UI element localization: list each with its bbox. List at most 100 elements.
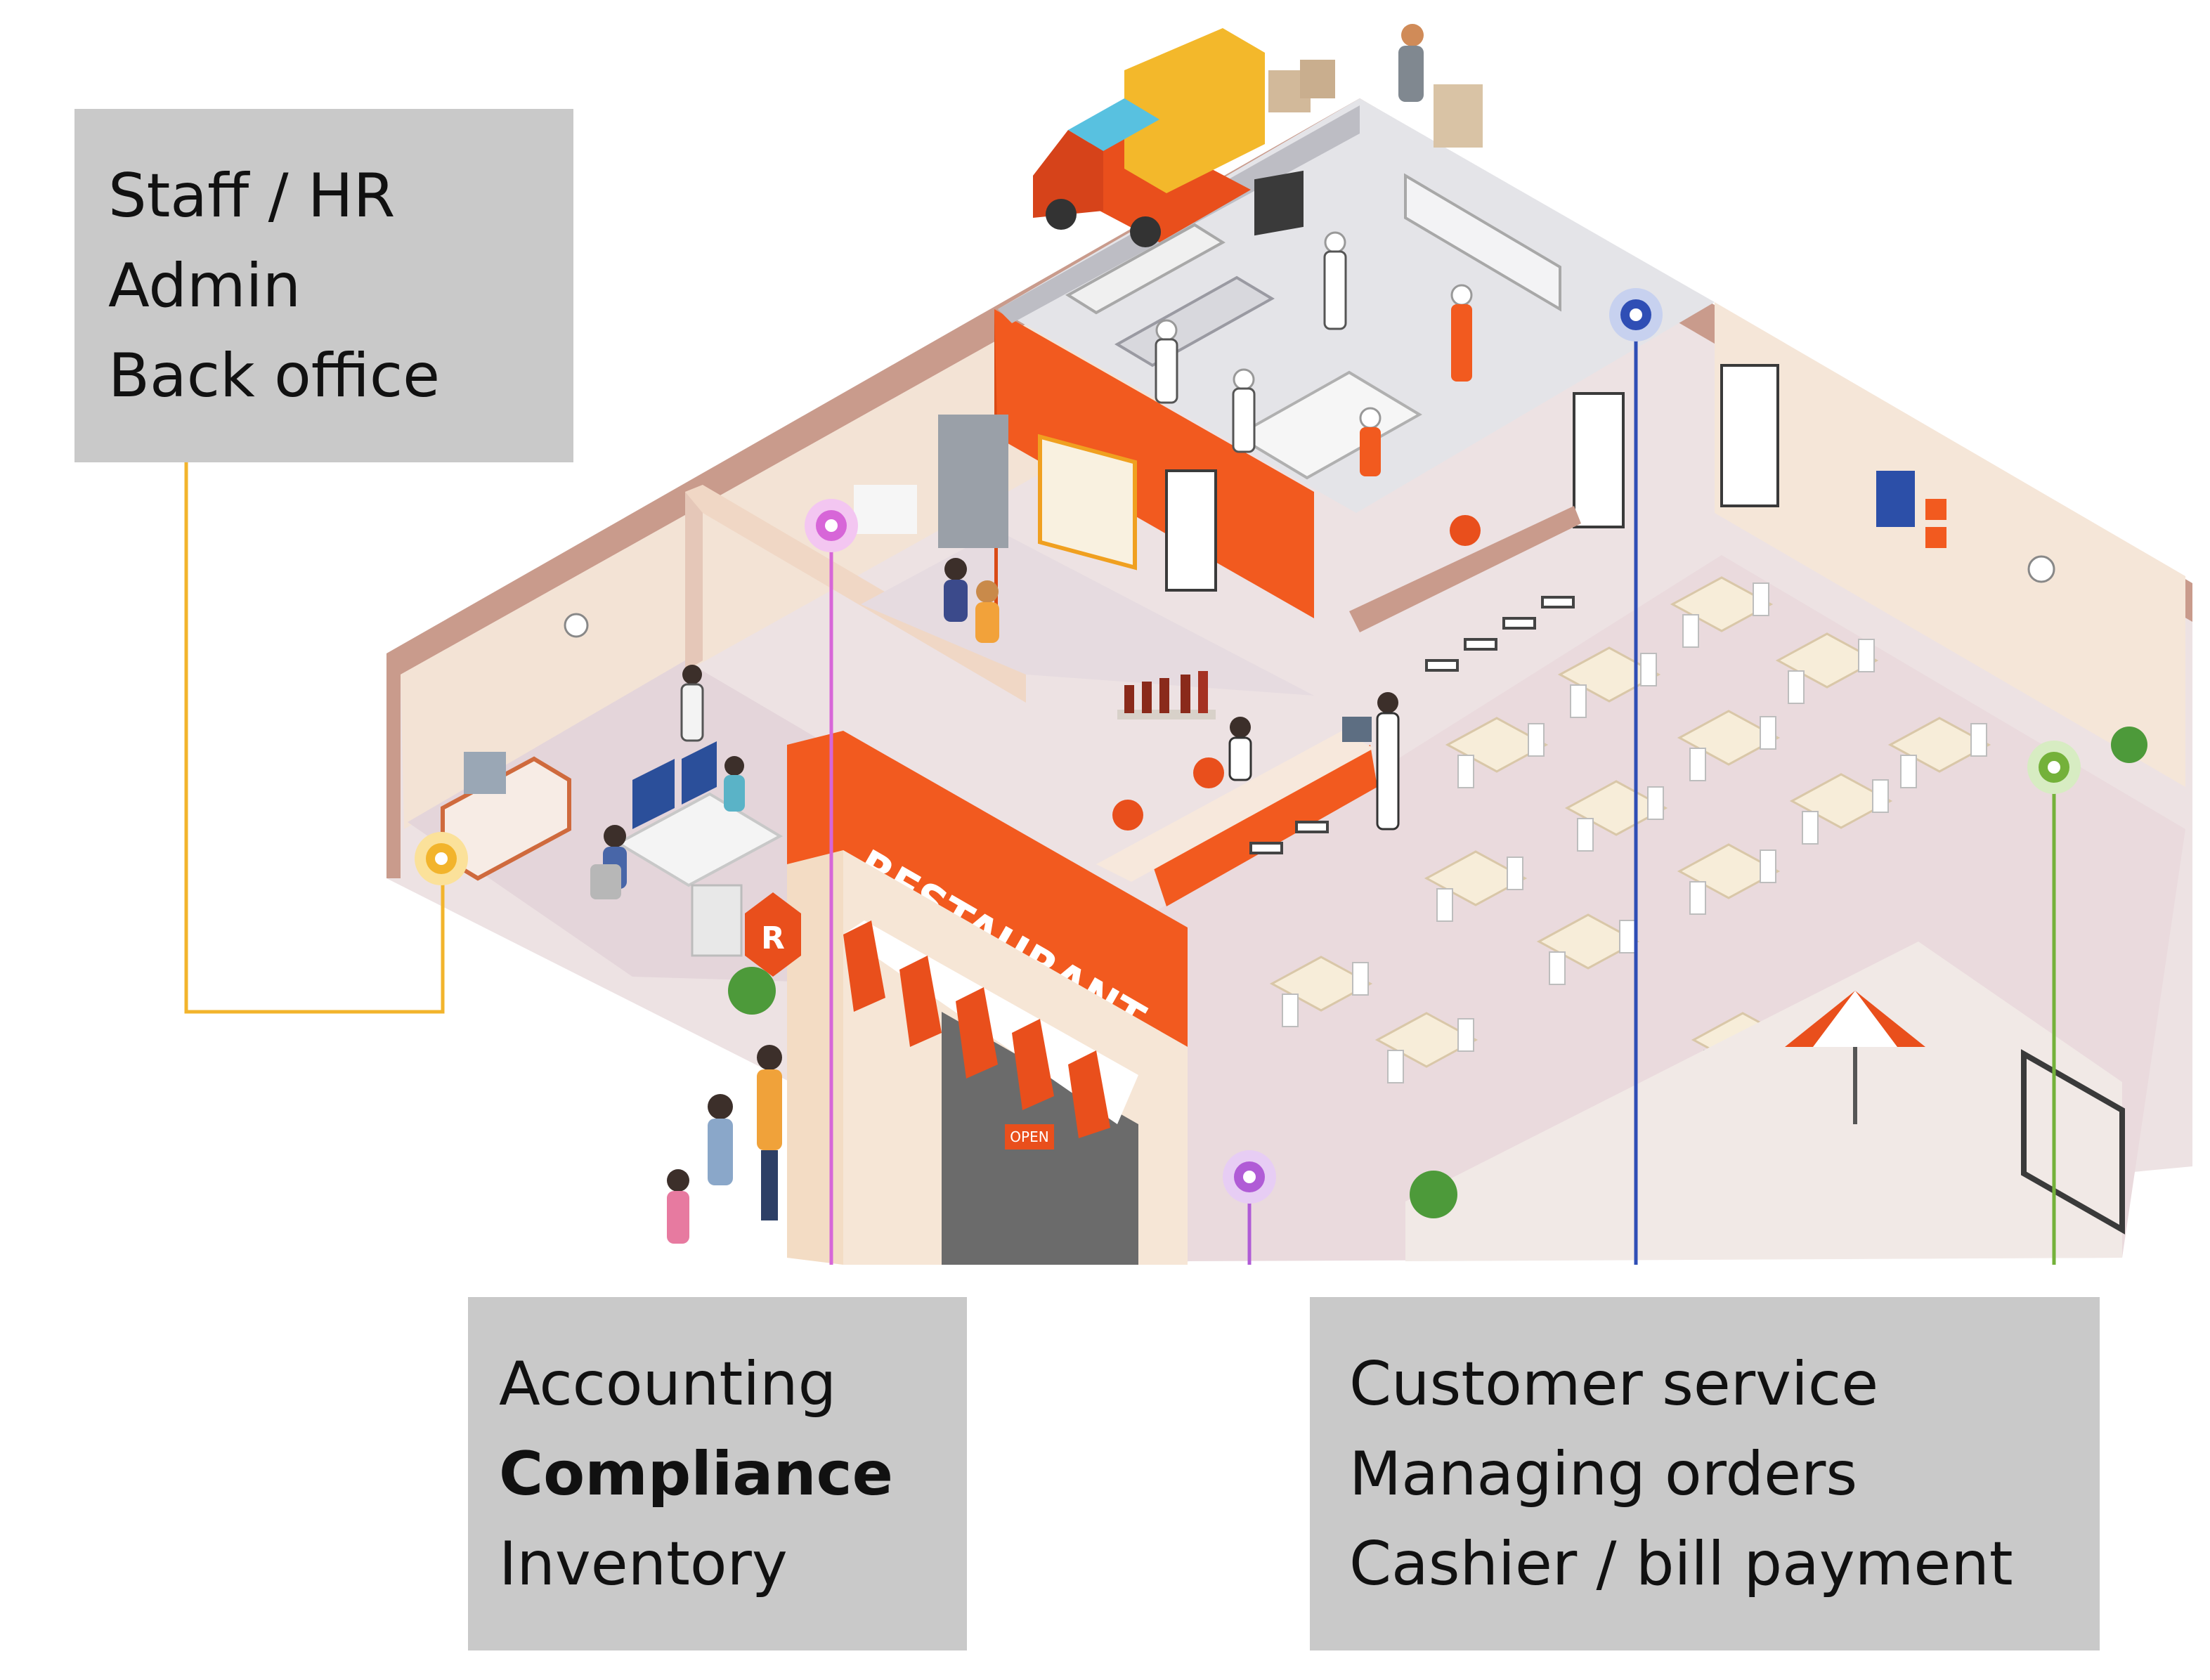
- open-sign-text: OPEN: [1010, 1128, 1048, 1145]
- chair: [1689, 881, 1706, 915]
- dining-table: [1677, 710, 1781, 781]
- label-line: Inventory: [499, 1529, 788, 1599]
- terrace-marker-icon: [2027, 741, 2081, 794]
- chair: [1387, 1050, 1404, 1083]
- customer-marker-icon: [1609, 288, 1663, 341]
- dining-table: [1775, 632, 1879, 704]
- wall-shelf: [1349, 506, 1581, 632]
- staff-room-orange-wall: [994, 309, 1314, 618]
- chair: [1760, 849, 1776, 883]
- kitchen-counter: [1065, 223, 1226, 315]
- terrace-railing: [2021, 1049, 2125, 1235]
- lockers: [938, 415, 1008, 548]
- chair: [1528, 723, 1545, 757]
- chair: [1282, 994, 1299, 1027]
- staff-member-body-2: [975, 602, 999, 643]
- delivery-worker: [1398, 24, 1483, 148]
- dining-table: [1424, 850, 1528, 922]
- chair: [1682, 614, 1699, 648]
- staff-member-head-2: [976, 580, 999, 603]
- bartender-head: [1230, 717, 1251, 738]
- dining-table: [1789, 773, 1893, 845]
- cash-register-icon: [1342, 717, 1372, 742]
- chair: [1549, 951, 1566, 985]
- dining-table: [1269, 956, 1373, 1027]
- terrace-floor: [1405, 942, 2122, 1261]
- chair: [1640, 653, 1657, 686]
- order-screen: [1254, 170, 1304, 236]
- staff-hr-label-box: Staff / HR Admin Back office: [74, 109, 573, 462]
- notice-board: [1038, 434, 1137, 571]
- customer-service-label-box: Customer service Managing orders Cashier…: [1310, 1297, 2100, 1650]
- filing-cabinet: [691, 884, 743, 957]
- office-worker-head: [604, 825, 626, 847]
- open-sign: [1005, 1124, 1054, 1150]
- standing-worker-body: [680, 683, 704, 742]
- hr-connector-line: [184, 462, 445, 1014]
- label-line: Compliance: [499, 1439, 893, 1509]
- hanging-logo-sign: [745, 892, 801, 977]
- striped-awning: [843, 920, 1138, 1138]
- bar-stools: [1249, 596, 1575, 854]
- dining-door: [1720, 364, 1779, 507]
- staff-room-door: [1165, 469, 1217, 592]
- bar-counter-top: [1096, 731, 1374, 882]
- office-wall-face: [685, 485, 1026, 703]
- storefront-sign-board: [787, 731, 1188, 1047]
- workstation-desk: [615, 792, 784, 887]
- cashier-marker-icon: [1223, 1150, 1276, 1204]
- pendant-lamp-icon-3: [1450, 515, 1481, 546]
- pedestrians: [667, 1045, 782, 1244]
- pendant-lamp-icon: [1112, 800, 1143, 831]
- right-back-wall-face: [1715, 302, 2185, 787]
- chair: [1619, 920, 1636, 953]
- plant-icon-3: [1410, 1171, 1457, 1218]
- chair: [1577, 818, 1594, 852]
- pendant-lamp-icon-2: [1193, 757, 1224, 788]
- coat-rack: [854, 485, 917, 534]
- label-line: Back office: [108, 341, 441, 411]
- office-clock-icon: [564, 613, 589, 638]
- plant-icon: [2111, 727, 2147, 763]
- chair: [1507, 857, 1523, 890]
- chair: [1788, 670, 1805, 704]
- computer-monitor-2: [682, 741, 717, 805]
- chefs: [1155, 231, 1473, 476]
- accounting-marker-icon: [805, 499, 858, 552]
- waiter-body: [1376, 712, 1400, 831]
- office-worker-body-2: [724, 775, 745, 812]
- chair: [1457, 1018, 1474, 1052]
- dining-table: [1536, 913, 1640, 985]
- dining-clock-icon: [2027, 555, 2055, 583]
- label-line: Staff / HR: [108, 161, 396, 231]
- wall-art-blue: [1876, 471, 1915, 527]
- kitchen-floor: [998, 98, 1715, 513]
- dining-table: [1374, 1012, 1478, 1083]
- kitchen-island: [1234, 370, 1422, 480]
- plant-icon-2: [728, 967, 776, 1015]
- waiter-head: [1377, 692, 1398, 713]
- label-line: Cashier / bill payment: [1349, 1529, 2013, 1599]
- accounting-label-box: Accounting Compliance Inventory: [468, 1297, 967, 1650]
- delivery-truck: [1033, 28, 1335, 247]
- hr-marker-icon: [415, 832, 468, 885]
- dining-table: [1670, 576, 1774, 648]
- chair: [1689, 748, 1706, 781]
- dining-table: [1557, 646, 1661, 718]
- kitchen-door: [1573, 392, 1625, 528]
- office-worker-head-2: [724, 756, 744, 776]
- chair: [1900, 755, 1917, 788]
- dining-table: [1677, 843, 1781, 915]
- office-divider-wall: [685, 485, 703, 671]
- chair: [1352, 962, 1369, 996]
- dining-table: [1445, 717, 1549, 788]
- bottle-shelf: [1117, 671, 1216, 719]
- chair: [1970, 723, 1987, 757]
- chair: [1872, 779, 1889, 813]
- computer-monitor: [632, 759, 675, 829]
- label-line: Managing orders: [1349, 1439, 1858, 1509]
- staff-member-body: [944, 580, 968, 622]
- chair: [1436, 888, 1453, 922]
- office-chair: [590, 864, 621, 899]
